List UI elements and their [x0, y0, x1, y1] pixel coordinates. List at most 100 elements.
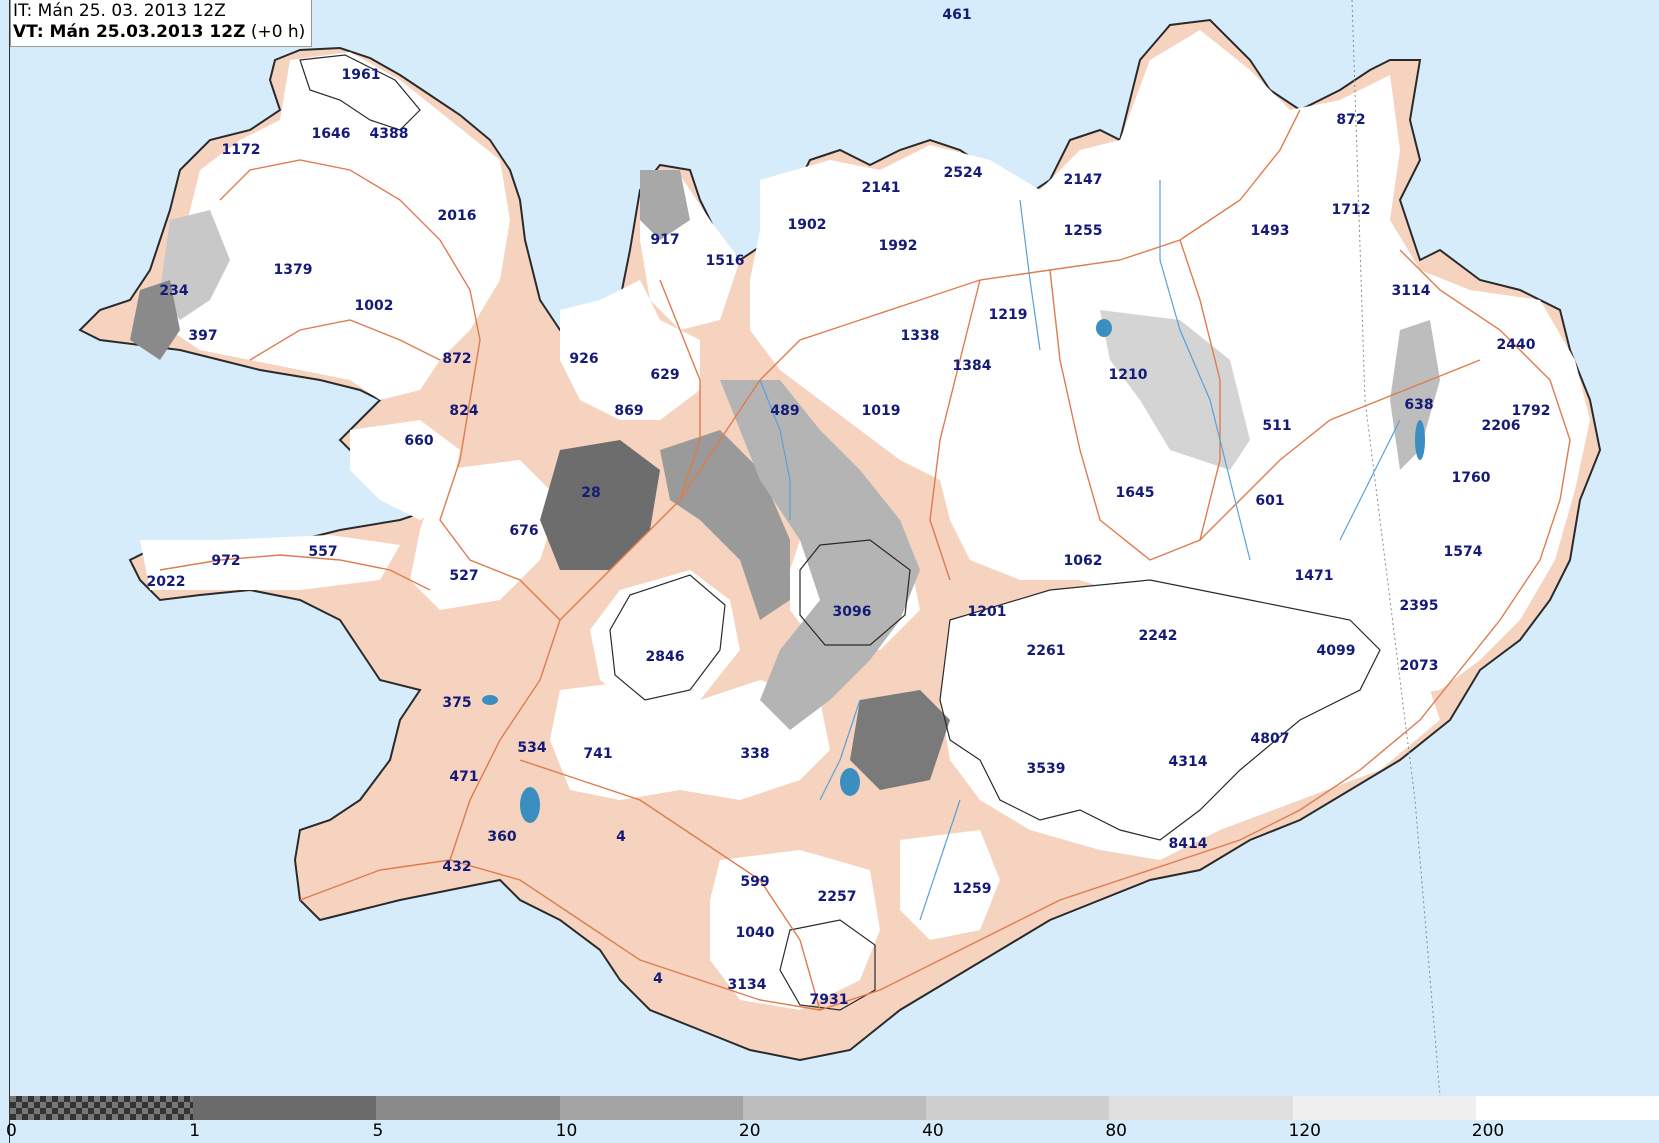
map-value-label: 2395 [1399, 598, 1439, 614]
map-value-label: 824 [449, 403, 479, 419]
river-network [759, 180, 1401, 921]
valid-time-offset: (+0 h) [250, 22, 306, 42]
map-value-label: 2147 [1063, 172, 1103, 188]
snow-cover [140, 30, 1590, 1010]
colorbar-segment [1109, 1096, 1293, 1120]
map-value-label: 3114 [1391, 283, 1431, 299]
map-value-label: 4807 [1250, 731, 1290, 747]
map-value-label: 28 [581, 485, 601, 501]
map-value-label: 534 [517, 740, 547, 756]
map-value-label: 2261 [1026, 643, 1066, 659]
map-value-label: 1471 [1294, 568, 1334, 584]
colorbar-segment [926, 1096, 1110, 1120]
colorbar-segment [1292, 1096, 1476, 1120]
map-value-label: 1646 [311, 126, 351, 142]
map-value-label: 1379 [273, 262, 313, 278]
map-value-label: 489 [770, 403, 800, 419]
map-value-label: 1019 [861, 403, 901, 419]
map-value-label: 461 [942, 7, 972, 23]
map-value-label: 601 [1255, 493, 1285, 509]
map-value-label: 2257 [817, 889, 857, 905]
map-value-label: 8414 [1168, 836, 1208, 852]
map-value-label: 1338 [900, 328, 940, 344]
colorbar-tick-label: 200 [1471, 1121, 1505, 1141]
map-value-label: 3096 [832, 604, 872, 620]
map-value-label: 872 [442, 351, 472, 367]
map-value-label: 1902 [787, 217, 827, 233]
colorbar-tick-label: 40 [922, 1121, 944, 1141]
map-value-label: 1062 [1063, 553, 1103, 569]
map-value-label: 1172 [221, 142, 261, 158]
left-frame-line [9, 0, 10, 1143]
map-value-label: 926 [569, 351, 599, 367]
map-value-label: 2022 [146, 574, 186, 590]
meridian-line [1351, 0, 1441, 1097]
valid-time-text: VT: Mán 25.03.2013 12Z (+0 h) [13, 22, 305, 43]
map-value-label: 741 [583, 746, 613, 762]
map-value-label: 2440 [1496, 337, 1536, 353]
glacier-outlines [299, 54, 1381, 1011]
forecast-time-box: IT: Mán 25. 03. 2013 12Z VT: Mán 25.03.2… [10, 0, 313, 47]
colorbar-tick-label: 5 [372, 1121, 384, 1141]
map-value-label: 3134 [727, 977, 767, 993]
map-value-label: 1792 [1511, 403, 1551, 419]
colorbar-legend [10, 1096, 1659, 1120]
map-value-label: 1516 [705, 253, 745, 269]
map-value-label: 511 [1262, 418, 1292, 434]
map-value-label: 2524 [943, 165, 983, 181]
map-value-label: 1002 [354, 298, 394, 314]
colorbar-tick-label: 0 [6, 1121, 17, 1141]
map-value-label: 7931 [809, 992, 849, 1008]
road-network [159, 109, 1571, 1011]
map-value-label: 1493 [1250, 223, 1290, 239]
colorbar-segment [193, 1096, 377, 1120]
map-value-label: 638 [1404, 397, 1434, 413]
colorbar-tick-label: 80 [1105, 1121, 1127, 1141]
map-value-label: 338 [740, 746, 770, 762]
map-value-label: 2242 [1138, 628, 1178, 644]
map-value-label: 2073 [1399, 658, 1439, 674]
map-value-label: 872 [1336, 112, 1366, 128]
colorbar-tick-label: 10 [555, 1121, 578, 1141]
lakes [482, 319, 1425, 823]
map-value-label: 1992 [878, 238, 918, 254]
colorbar-segment [10, 1096, 194, 1120]
colorbar-tick-label: 20 [738, 1121, 761, 1141]
map-value-label: 1040 [735, 925, 775, 941]
map-value-label: 3539 [1026, 761, 1066, 777]
colorbar-segment [1475, 1096, 1659, 1120]
map-value-label: 972 [211, 553, 241, 569]
map-value-label: 360 [487, 829, 517, 845]
colorbar-segment [742, 1096, 927, 1120]
map-value-label: 660 [404, 433, 434, 449]
map-value-label: 917 [650, 232, 680, 248]
map-value-label: 375 [442, 695, 472, 711]
map-value-label: 2141 [861, 180, 901, 196]
map-value-label: 397 [188, 328, 218, 344]
map-value-label: 4099 [1316, 643, 1356, 659]
map-value-label: 599 [740, 874, 770, 890]
initial-time-text: IT: Mán 25. 03. 2013 12Z [13, 1, 226, 21]
map-value-label: 1760 [1451, 470, 1491, 486]
map-value-label: 234 [159, 283, 189, 299]
map-value-label: 527 [449, 568, 479, 584]
map-value-label: 2206 [1481, 418, 1521, 434]
colorbar-segment [559, 1096, 743, 1120]
map-value-label: 4388 [369, 126, 409, 142]
map-value-label: 4 [616, 829, 626, 845]
map-value-label: 4314 [1168, 754, 1208, 770]
map-value-label: 1259 [952, 881, 992, 897]
map-value-label: 1210 [1108, 367, 1148, 383]
map-value-label: 1384 [952, 358, 992, 374]
colorbar-tick-label: 120 [1288, 1121, 1321, 1141]
map-value-label: 432 [442, 859, 472, 875]
valid-time-prefix: VT: Mán 25.03.2013 12Z [13, 22, 246, 42]
map-value-label: 557 [308, 544, 338, 560]
map-value-label: 2016 [437, 208, 477, 224]
map-value-label: 471 [449, 769, 479, 785]
map-value-label: 1961 [341, 67, 381, 83]
map-value-label: 2846 [645, 649, 685, 665]
map-value-label: 1255 [1063, 223, 1103, 239]
